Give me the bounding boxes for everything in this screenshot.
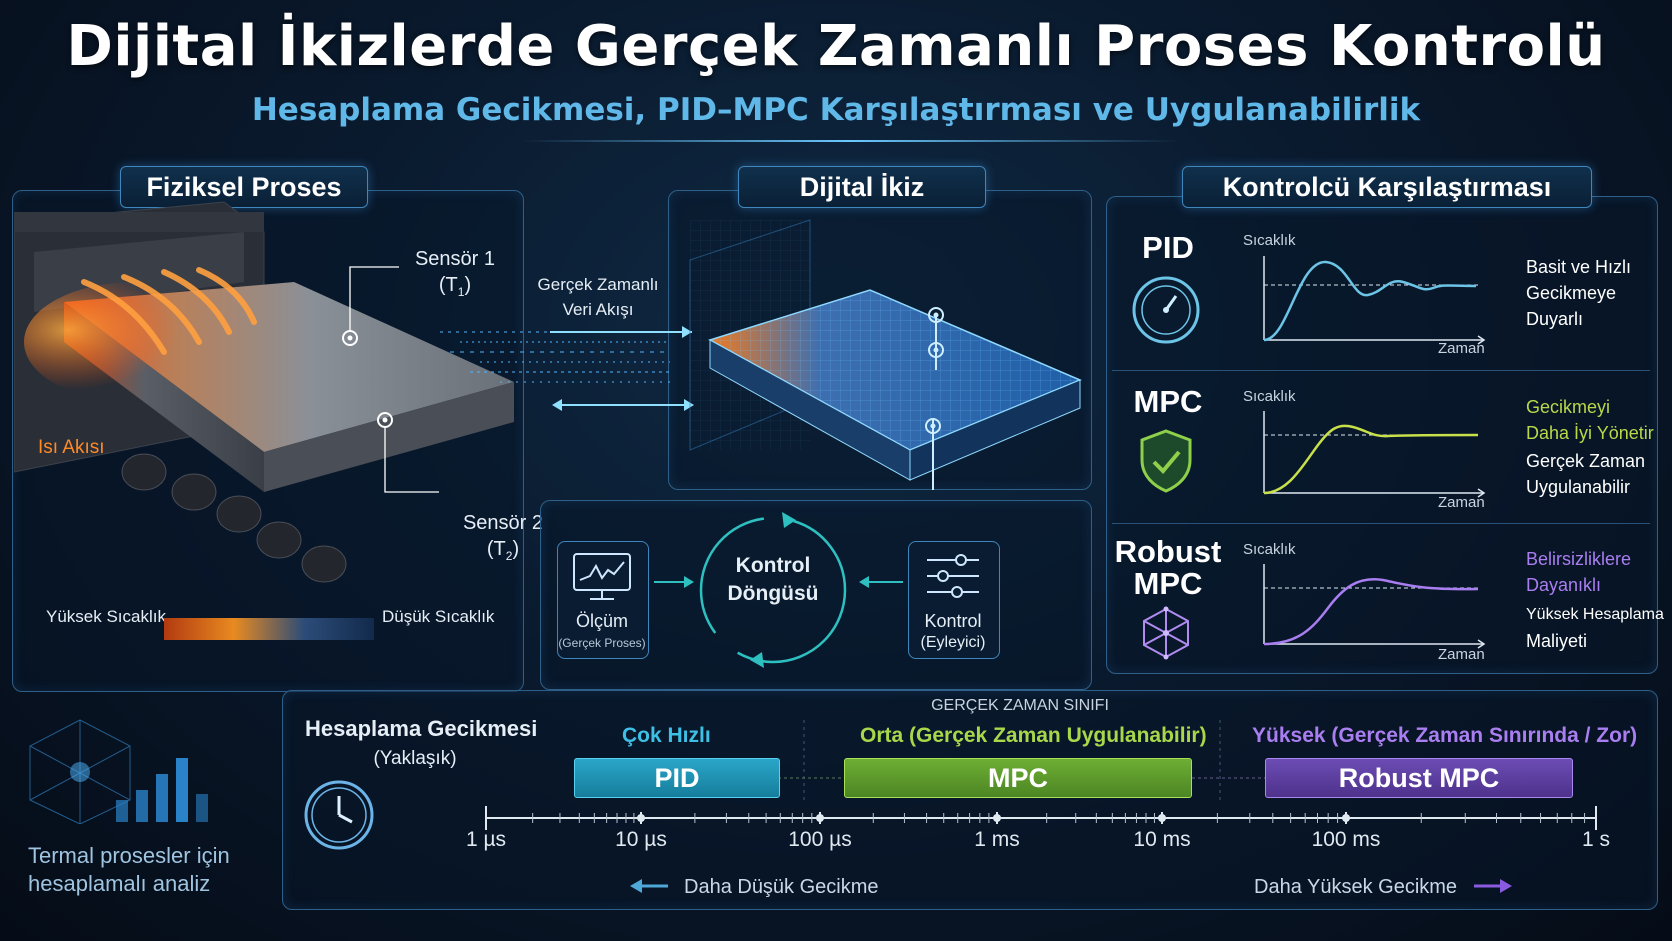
tick-label: 10 ms — [1133, 828, 1191, 851]
sensor-1-label: Sensör 1 (T1) — [414, 248, 496, 299]
physical-process-header: Fiziksel Proses — [120, 166, 368, 208]
row-divider — [1112, 523, 1650, 524]
class-separators — [778, 720, 1266, 804]
latency-panel — [282, 690, 1658, 910]
measurement-label: Ölçüm — [575, 611, 628, 631]
furnace-illustration — [14, 201, 514, 583]
actuator-label: Kontrol — [924, 611, 982, 631]
pid-latency-bar: PID — [574, 758, 780, 798]
pid-label: PID — [1142, 230, 1194, 265]
actuator-sublabel: (Eyleyici) — [920, 634, 986, 651]
robust-mpc-response-chart — [1263, 564, 1486, 649]
network-cube-icon — [1143, 606, 1189, 660]
digital-twin-slab — [689, 219, 1082, 490]
robust-mpc-latency-bar: Robust MPC — [1265, 758, 1573, 798]
class-mid-label: Orta (Gerçek Zaman Uygulanabilir) — [860, 724, 1207, 747]
heat-flow-label: Isı Akısı — [38, 437, 105, 458]
robust-mpc-label: Robust MPC — [1114, 534, 1222, 601]
tick-label: 10 µs — [615, 828, 667, 851]
temperature-legend-bar — [164, 618, 374, 640]
data-stream-label: Gerçek Zamanlı Veri Akışı — [537, 275, 659, 319]
title-divider — [520, 140, 1180, 142]
pid-notes: Basit ve Hızlı Gecikmeye Duyarlı — [1526, 257, 1632, 329]
robust-y-axis-label: Sıcaklık — [1243, 541, 1296, 558]
latency-axis — [485, 806, 1597, 830]
tick-label: 1 µs — [465, 828, 507, 851]
mpc-label: MPC — [1133, 384, 1203, 419]
latency-direction-arrow — [630, 879, 1512, 893]
pid-x-axis-label: Zaman — [1438, 340, 1485, 357]
latency-heading: Hesaplama Gecikmesi — [305, 716, 538, 741]
lower-latency-label: Daha Düşük Gecikme — [684, 876, 879, 898]
page-title: Dijital İkizlerde Gerçek Zamanlı Proses … — [66, 14, 1606, 79]
mpc-y-axis-label: Sıcaklık — [1243, 388, 1296, 405]
control-loop-label: Kontrol Döngüsü — [727, 554, 819, 605]
tick-label: 100 µs — [788, 828, 852, 851]
mpc-response-chart — [1263, 411, 1486, 498]
loop-arrow-right — [859, 576, 903, 588]
robust-x-axis-label: Zaman — [1438, 646, 1485, 663]
sensor-2-label: Sensör 2 (T2) — [462, 512, 544, 563]
page-subtitle: Hesaplama Gecikmesi, PID–MPC Karşılaştır… — [251, 92, 1421, 128]
legend-low-label: Düşük Sıcaklık — [382, 607, 495, 626]
controller-comparison-header: Kontrolcü Karşılaştırması — [1182, 166, 1592, 208]
class-fast-label: Çok Hızlı — [622, 724, 711, 747]
tick-label: 1 ms — [974, 828, 1020, 851]
class-high-label: Yüksek (Gerçek Zaman Sınırında / Zor) — [1252, 724, 1638, 747]
pid-response-chart — [1263, 256, 1486, 345]
analysis-graphic — [29, 719, 208, 824]
mpc-latency-bar: MPC — [844, 758, 1192, 798]
monitor-icon — [573, 553, 631, 600]
class-title: GERÇEK ZAMAN SINIFI — [931, 697, 1109, 714]
robust-mpc-notes: Belirsizliklere Dayanıklı Yüksek Hesapla… — [1526, 549, 1664, 651]
legend-high-label: Yüksek Sıcaklık — [46, 607, 166, 626]
row-divider — [1112, 370, 1650, 371]
clock-icon — [304, 780, 374, 850]
digital-twin-header: Dijital İkiz — [738, 166, 986, 208]
mpc-x-axis-label: Zaman — [1438, 494, 1485, 511]
data-stream-arrows — [440, 326, 694, 411]
slider-control-icon — [927, 554, 979, 598]
pid-y-axis-label: Sıcaklık — [1243, 232, 1296, 249]
higher-latency-label: Daha Yüksek Gecikme — [1254, 876, 1458, 898]
control-loop-cycle — [654, 512, 868, 668]
footer-caption: Termal prosesler için hesaplamalı analiz — [28, 843, 230, 896]
shield-check-icon — [1140, 429, 1192, 493]
measurement-sublabel: (Gerçek Proses) — [558, 636, 646, 650]
mpc-notes: Gecikmeyi Daha İyi Yönetir Gerçek Zaman … — [1526, 397, 1654, 497]
tick-label: 100 ms — [1311, 828, 1381, 851]
tick-label: 1 s — [1581, 828, 1611, 851]
gauge-icon — [1132, 276, 1200, 344]
latency-heading-sub: (Yaklaşık) — [373, 748, 457, 769]
